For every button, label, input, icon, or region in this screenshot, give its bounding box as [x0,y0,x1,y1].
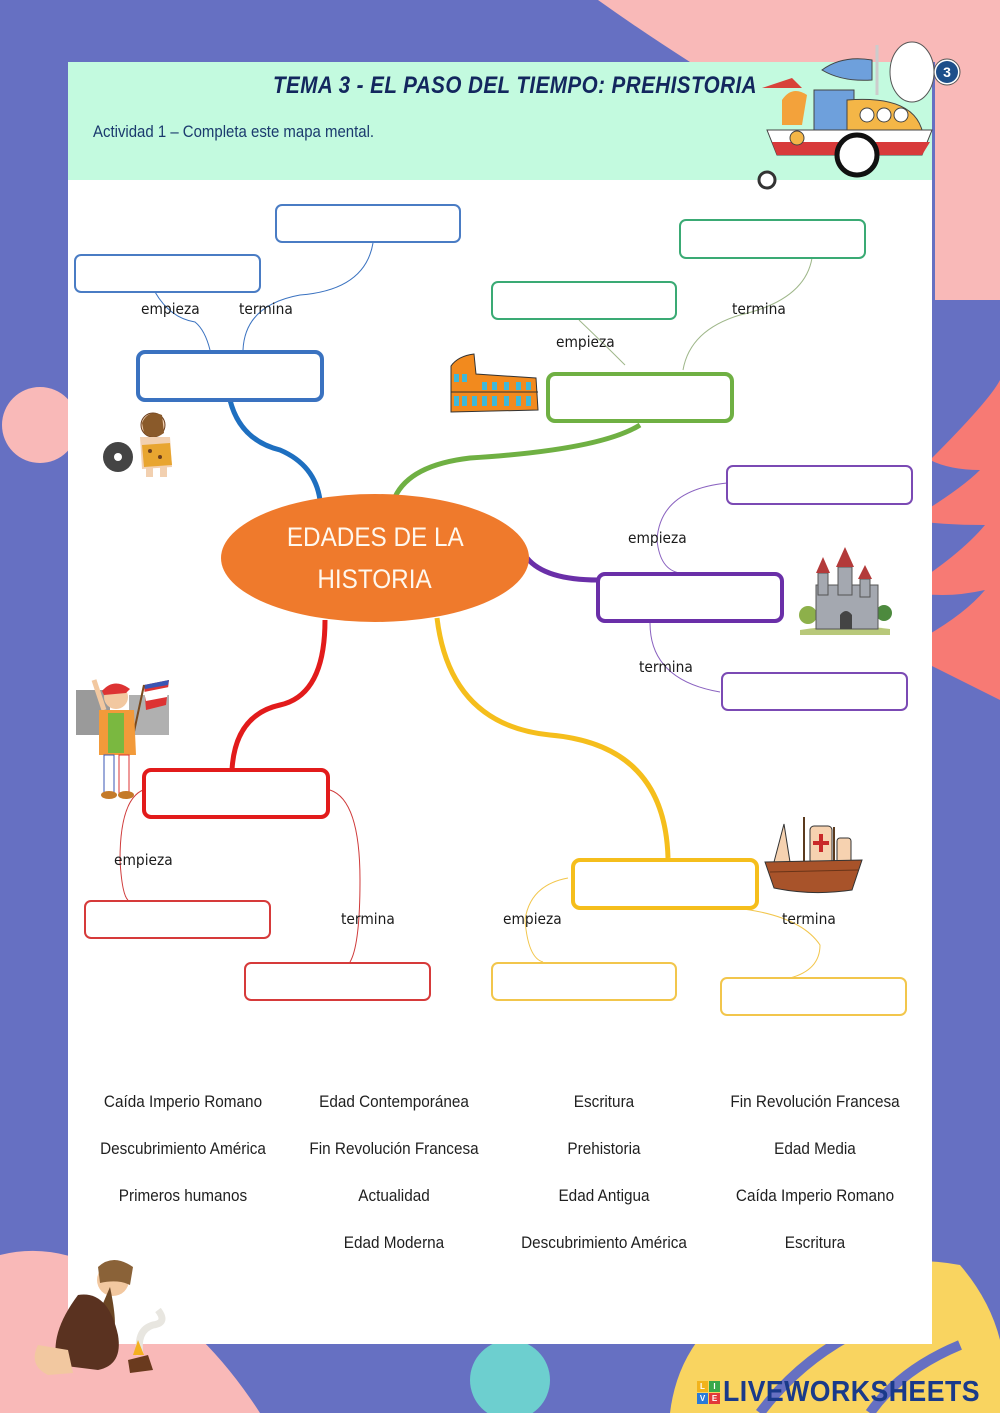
logo-letter: I [709,1381,720,1392]
yellow-termina-label: termina [782,910,836,928]
green-empieza-label: empieza [556,333,615,351]
page-title: TEMA 3 - EL PASO DEL TIEMPO: PREHISTORIA [273,72,757,99]
caravel-ship-illustration [764,817,863,894]
yellow-main-input[interactable] [575,862,755,906]
word-bank-item: Edad Moderna [343,1233,445,1252]
blue-termina-label: termina [239,300,293,318]
red-empieza-label: empieza [114,851,173,869]
word-bank-item: Caída Imperio Romano [735,1186,895,1205]
blue-main-answer-box[interactable] [136,350,324,402]
blue-end-answer-box[interactable] [275,204,461,243]
green-end-answer-box[interactable] [679,219,866,259]
purple-end-answer-box[interactable] [721,672,908,711]
logo-text: LIVEWORKSHEETS [723,1376,980,1408]
purple-start-answer-box[interactable] [726,465,913,505]
red-termina-label: termina [341,910,395,928]
green-end-input[interactable] [681,221,864,257]
red-start-answer-box[interactable] [84,900,271,939]
red-start-input[interactable] [86,902,269,937]
yellow-start-input[interactable] [493,964,675,999]
word-bank-item: Edad Contemporánea [319,1092,469,1111]
blue-main-input[interactable] [140,354,320,398]
yellow-start-answer-box[interactable] [491,962,677,1001]
caveman-making-fire-illustration [34,1260,166,1375]
green-start-answer-box[interactable] [491,281,677,320]
purple-start-input[interactable] [728,467,911,503]
word-bank-item: Actualidad [358,1186,430,1205]
green-termina-label: termina [732,300,786,318]
yellow-empieza-label: empieza [503,910,562,928]
purple-main-answer-box[interactable] [596,572,784,623]
center-node-line1: EDADES DE LA [286,522,464,552]
word-bank-item: Descubrimiento América [100,1139,266,1158]
yellow-end-input[interactable] [722,979,905,1014]
word-bank-item: Descubrimiento América [521,1233,687,1252]
green-start-input[interactable] [493,283,675,318]
red-end-input[interactable] [246,964,429,999]
red-main-input[interactable] [146,772,326,815]
colosseum-illustration [450,353,539,413]
live-logo-icon: L I V E [697,1381,720,1404]
logo-letter: V [697,1393,708,1404]
activity-instruction: Actividad 1 – Completa este mapa mental. [93,122,375,141]
race-number: 3 [943,64,951,80]
logo-letter: E [709,1393,720,1404]
word-bank-item: Edad Antigua [558,1186,650,1205]
word-bank-item: Caída Imperio Romano [103,1092,263,1111]
purple-end-input[interactable] [723,674,906,709]
word-bank-item: Fin Revolución Francesa [730,1092,900,1111]
liveworksheets-logo[interactable]: L I V E LIVEWORKSHEETS [697,1376,1000,1409]
logo-letter: L [697,1381,708,1392]
green-main-answer-box[interactable] [546,372,734,423]
blue-empieza-label: empieza [141,300,200,318]
red-main-answer-box[interactable] [142,768,330,819]
purple-main-input[interactable] [600,576,780,619]
french-revolutionary-illustration [76,679,169,799]
center-node-line2: HISTORIA [317,564,433,594]
blue-start-answer-box[interactable] [74,254,261,293]
purple-empieza-label: empieza [628,529,687,547]
caveman-with-wheel-illustration [103,412,172,477]
blue-start-input[interactable] [76,256,259,291]
word-bank-item: Escritura [573,1092,635,1111]
word-bank-item: Fin Revolución Francesa [309,1139,479,1158]
yellow-main-answer-box[interactable] [571,858,759,910]
castle-illustration [799,547,892,635]
cartoon-car-illustration: 3 [757,41,961,190]
word-bank-item: Prehistoria [567,1139,641,1158]
center-node-edades-de-la-historia: EDADES DE LA HISTORIA [221,494,529,622]
green-main-input[interactable] [550,376,730,419]
word-bank-item: Primeros humanos [118,1186,248,1205]
red-end-answer-box[interactable] [244,962,431,1001]
blue-end-input[interactable] [277,206,459,241]
word-bank-item: Edad Media [774,1139,856,1158]
purple-termina-label: termina [639,658,693,676]
yellow-end-answer-box[interactable] [720,977,907,1016]
word-bank-item: Escritura [784,1233,846,1252]
